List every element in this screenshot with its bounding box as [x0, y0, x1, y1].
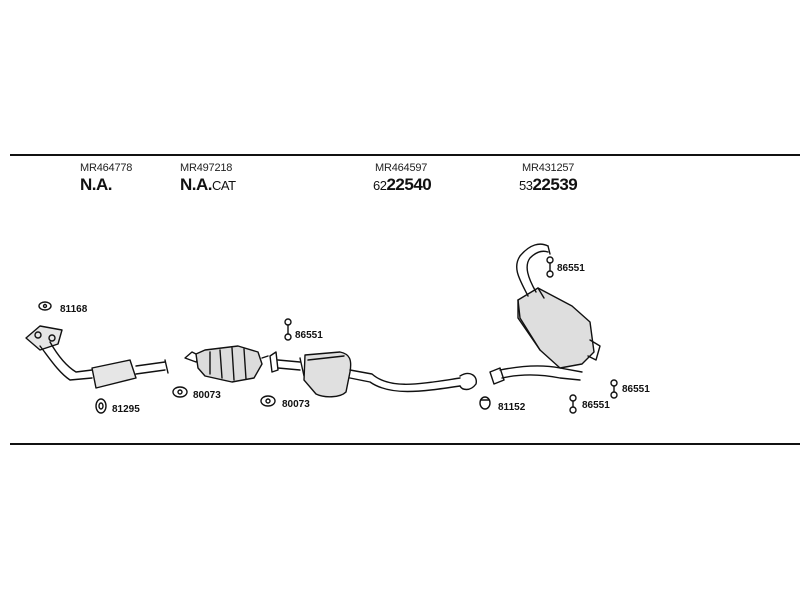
- label-86551a: 86551: [295, 330, 323, 341]
- label-86551b: 86551: [557, 263, 585, 274]
- code-text: N.A.: [180, 175, 213, 194]
- label-81168: 81168: [60, 304, 88, 315]
- code-text: 22539: [532, 175, 578, 194]
- part-code: N.A.: [80, 175, 132, 195]
- code-suffix: CAT: [212, 178, 236, 193]
- label-86551d: 86551: [582, 400, 610, 411]
- top-rule: [10, 154, 800, 156]
- column-middle-silencer: MR464597 6222540: [373, 162, 432, 195]
- code-prefix: 53: [519, 178, 533, 193]
- rear-silencer: [489, 243, 601, 385]
- bottom-rule: [10, 443, 800, 445]
- part-ref: MR497218: [180, 162, 233, 174]
- gasket-80073a-icon: [172, 386, 188, 398]
- front-pipe: [25, 325, 169, 389]
- part-ref: MR464778: [80, 162, 133, 174]
- code-text: N.A.: [80, 175, 113, 194]
- code-text: 22540: [386, 175, 432, 194]
- label-81295: 81295: [112, 404, 140, 415]
- gasket-81168-icon: [38, 301, 52, 311]
- part-code: 6222540: [373, 175, 432, 195]
- column-front-pipe: MR464778 N.A.: [80, 162, 132, 195]
- part-ref: MR464597: [375, 162, 428, 174]
- label-81152: 81152: [498, 402, 526, 413]
- hanger-86551b-icon: [546, 256, 554, 278]
- part-code: 5322539: [519, 175, 578, 195]
- middle-silencer: [269, 351, 477, 398]
- label-80073a: 80073: [193, 390, 221, 401]
- hanger-86551c-icon: [610, 379, 618, 399]
- clamp-81295-icon: [95, 398, 107, 414]
- hanger-86551a-icon: [284, 318, 292, 341]
- part-code: N.A.CAT: [180, 175, 236, 195]
- column-catalyst: MR497218 N.A.CAT: [180, 162, 236, 195]
- code-prefix: 62: [373, 178, 387, 193]
- column-rear-silencer: MR431257 5322539: [519, 162, 578, 195]
- catalytic-converter: [184, 345, 269, 383]
- label-80073b: 80073: [282, 399, 310, 410]
- hanger-86551d-icon: [569, 394, 577, 414]
- clamp-81152-icon: [479, 396, 491, 410]
- label-86551c: 86551: [622, 384, 650, 395]
- gasket-80073b-icon: [260, 395, 276, 407]
- part-ref: MR431257: [522, 162, 575, 174]
